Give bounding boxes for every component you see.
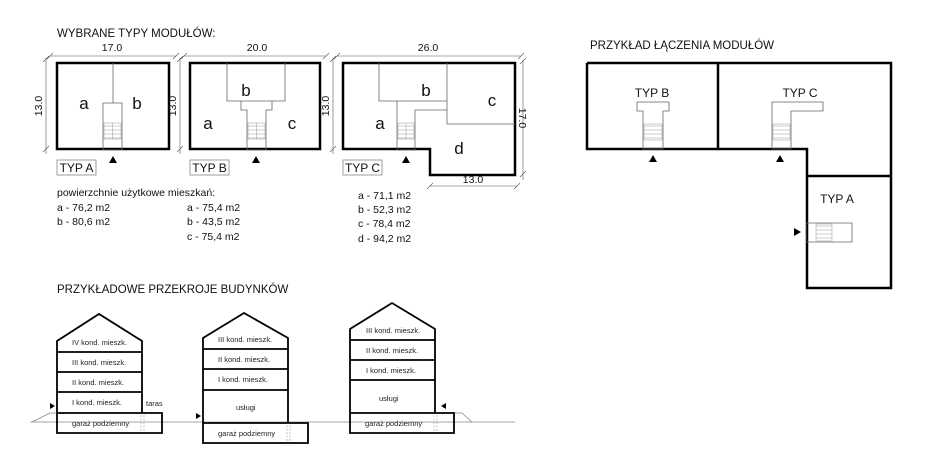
entrance-arrow-icon [196, 413, 201, 419]
area-value: a - 71,1 m2 [358, 190, 411, 202]
room-b: b [421, 81, 430, 100]
modules-title: WYBRANE TYPY MODUŁÓW: [57, 27, 215, 40]
floor-label: II kond. mieszk. [366, 346, 418, 355]
areas-heading: powierzchnie użytkowe mieszkań: [57, 187, 215, 199]
module-type-b-plan: 20.0 13.0 a b c TYP B [167, 42, 330, 176]
floor-label: III kond. mieszk. [218, 335, 272, 344]
dim-depth-right: 17.0 [516, 108, 528, 129]
entrance-arrow-icon [252, 156, 260, 163]
entrance-arrow-icon [402, 156, 410, 163]
floor-label: II kond. mieszk. [218, 355, 270, 364]
sections-title: PRZYKŁADOWE PRZEKROJE BUDYNKÓW [57, 283, 288, 296]
room-d: d [454, 139, 463, 158]
dim-depth: 13.0 [320, 96, 332, 117]
dim-width: 26.0 [418, 42, 439, 54]
floor-label: III kond. mieszk. [72, 358, 126, 367]
garage-label: garaż podziemny [218, 429, 275, 438]
module-label: TYP B [192, 161, 226, 175]
dim-depth: 13.0 [33, 96, 45, 117]
room-b: b [241, 81, 250, 100]
floor-label: IV kond. mieszk. [72, 338, 127, 347]
typ-b-label: TYP B [635, 86, 669, 100]
room-c: c [488, 91, 497, 110]
entrance-arrow-icon [776, 155, 784, 162]
module-type-c-plan: 26.0 13.0 17.0 13.0 a b c d TYP C [320, 42, 528, 190]
room-a: a [79, 94, 89, 113]
module-type-a-plan: 17.0 13.0 a b TYP A [33, 42, 180, 176]
room-a: a [375, 114, 385, 133]
dim-bottom-width: 13.0 [463, 174, 484, 186]
area-value: b - 80,6 m2 [57, 216, 110, 228]
dim-width: 17.0 [102, 42, 123, 54]
room-a: a [203, 114, 213, 133]
area-value: b - 52,3 m2 [358, 204, 411, 216]
typ-a-label: TYP A [820, 192, 854, 206]
typ-c-label: TYP C [782, 86, 817, 100]
entrance-arrow-icon [109, 156, 117, 163]
terrace-label: taras [146, 399, 163, 408]
garage-label: garaż podziemny [365, 419, 422, 428]
dim-width: 20.0 [247, 42, 268, 54]
area-value: a - 75,4 m2 [187, 202, 240, 214]
area-value: d - 94,2 m2 [358, 233, 411, 245]
entrance-arrow-icon [794, 228, 801, 236]
dim-depth: 13.0 [167, 96, 179, 117]
entrance-arrow-icon [441, 403, 446, 409]
entrance-arrow-icon [649, 155, 657, 162]
area-value: b - 43,5 m2 [187, 216, 240, 228]
room-c: c [288, 114, 297, 133]
joining-title: PRZYKŁAD ŁĄCZENIA MODUŁÓW [590, 39, 774, 52]
area-value: a - 76,2 m2 [57, 202, 110, 214]
entrance-arrow-icon [50, 403, 55, 409]
area-value: c - 75,4 m2 [187, 231, 240, 243]
floor-label: II kond. mieszk. [72, 378, 124, 387]
area-value: c - 78,4 m2 [358, 218, 411, 230]
floor-label: usługi [236, 403, 256, 412]
floor-label: I kond. mieszk. [366, 366, 416, 375]
joining-plan: TYP B TYP C TYP A [585, 61, 893, 290]
building-section-3: III kond. mieszk. II kond. mieszk. I kon… [349, 301, 473, 434]
module-label: TYP A [60, 161, 94, 175]
building-section-1: IV kond. mieszk. III kond. mieszk. II ko… [31, 312, 163, 434]
module-label: TYP C [345, 161, 380, 175]
floor-label: I kond. mieszk. [218, 375, 268, 384]
building-section-2: III kond. mieszk. II kond. mieszk. I kon… [196, 311, 309, 444]
floor-label: I kond. mieszk. [72, 398, 122, 407]
floor-label: usługi [379, 394, 399, 403]
room-b: b [132, 94, 141, 113]
floor-label: III kond. mieszk. [366, 326, 420, 335]
garage-label: garaż podziemny [72, 419, 129, 428]
